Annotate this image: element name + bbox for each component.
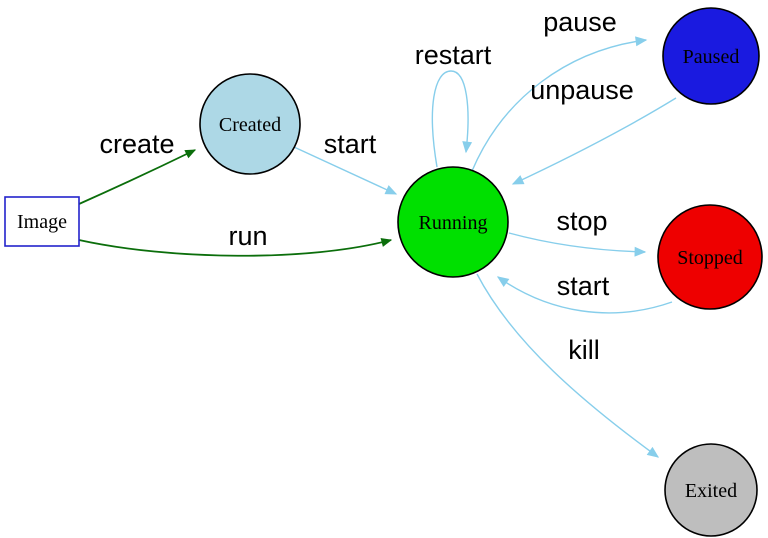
node-image: Image <box>4 196 80 247</box>
edge-run <box>78 238 393 257</box>
edge-label-create: create <box>99 129 174 159</box>
edge-start-created-running <box>293 146 398 195</box>
node-image-label: Image <box>17 211 67 233</box>
node-running: Running <box>397 166 509 278</box>
edge-label-start-created: start <box>324 129 377 159</box>
edge-label-unpause: unpause <box>530 75 634 105</box>
edge-restart-self-loop <box>431 70 473 168</box>
node-created-label: Created <box>219 114 281 136</box>
edge-start-stopped-running <box>496 276 673 314</box>
edge-label-kill: kill <box>568 335 600 365</box>
node-exited-label: Exited <box>685 480 737 502</box>
edge-unpause <box>511 97 677 185</box>
edge-stop <box>508 232 647 257</box>
node-paused: Paused <box>662 7 760 105</box>
edge-pause <box>471 36 648 172</box>
edge-label-stop: stop <box>556 206 607 236</box>
node-paused-circle <box>662 7 760 105</box>
node-stopped-label: Stopped <box>677 247 743 269</box>
node-exited-circle <box>664 443 758 537</box>
node-stopped-circle <box>657 204 763 310</box>
node-running-label: Running <box>419 212 488 234</box>
node-paused-label: Paused <box>683 46 740 68</box>
edge-label-pause: pause <box>543 7 617 37</box>
edge-label-restart: restart <box>415 40 492 70</box>
node-stopped: Stopped <box>657 204 763 310</box>
node-exited: Exited <box>664 443 758 537</box>
node-running-circle <box>397 166 509 278</box>
node-created-circle <box>199 73 301 175</box>
edge-kill <box>476 273 660 458</box>
edge-create <box>78 149 197 205</box>
node-created: Created <box>199 73 301 175</box>
edge-label-start-stopped: start <box>557 271 610 301</box>
edge-label-run: run <box>228 221 267 251</box>
node-image-rect <box>4 196 80 247</box>
